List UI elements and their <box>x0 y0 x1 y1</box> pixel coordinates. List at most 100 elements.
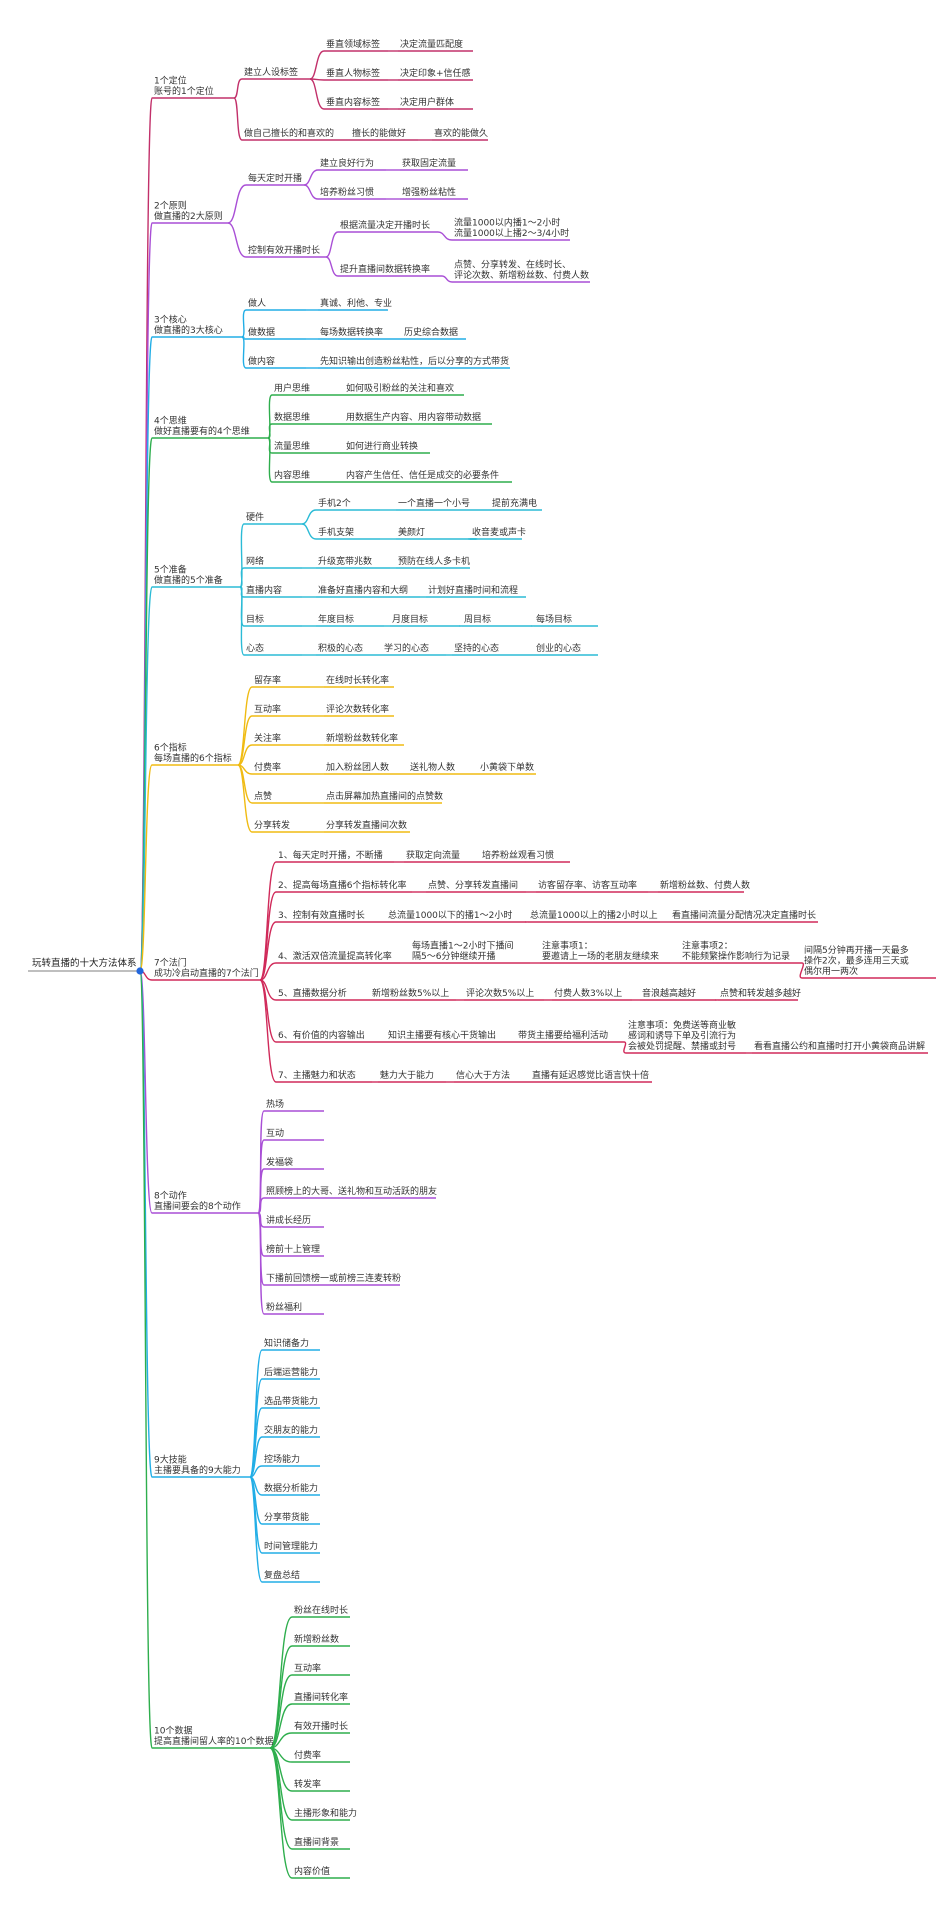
edge-b6-3 <box>237 744 253 766</box>
node-b5-2-label: 网络 <box>246 555 264 567</box>
node-b5-2-label-line-1: 网络 <box>246 555 264 567</box>
node-b5-5-1-1-label: 学习的心态 <box>384 642 429 654</box>
edge-b2-2-1-1 <box>437 231 453 241</box>
root-junction-dot <box>136 967 144 975</box>
node-b2-2-label: 控制有效开播时长 <box>248 244 320 256</box>
edge-b1-2 <box>233 97 243 141</box>
node-b5-4-1-1-1-1-label: 每场目标 <box>536 613 572 625</box>
node-b5-1-2-1-1-label: 收音麦或声卡 <box>472 526 526 538</box>
node-b7-4-label: 4、激活双倍流量提高转化率 <box>278 950 392 962</box>
node-b6-3-1-label-line-1: 新增粉丝数转化率 <box>326 732 398 744</box>
node-b7-2-label: 2、提高每场直播6个指标转化率 <box>278 879 406 891</box>
node-b7-7-label-line-1: 7、主播魅力和状态 <box>278 1069 356 1081</box>
edge-b10-9 <box>269 1747 293 1850</box>
node-b5-4-label: 目标 <box>246 613 264 625</box>
node-b10-9-label-line-1: 直播间背景 <box>294 1836 339 1848</box>
node-b7-3-1-1-label: 总流量1000以上的播2小时以上 <box>530 909 658 921</box>
node-b9-9-label: 复盘总结 <box>264 1569 300 1581</box>
edge-b7-7 <box>259 979 277 1083</box>
node-b7-5-1-label-line-1: 新增粉丝数5%以上 <box>372 987 449 999</box>
node-b3-2-label-line-1: 做数据 <box>248 326 275 338</box>
edge-b7-1 <box>259 861 277 981</box>
node-b1-1-3-label-line-1: 垂直内容标签 <box>326 96 380 108</box>
node-b10-5-label: 有效开播时长 <box>294 1720 348 1732</box>
node-b10-4-label-line-1: 直播间转化率 <box>294 1691 348 1703</box>
node-b7-6-1-1-label: 带货主播要给福利活动 <box>518 1029 608 1041</box>
node-b2-2-2-label: 提升直播间数据转换率 <box>340 263 430 275</box>
node-b5-4-1-1-label-line-1: 月度目标 <box>392 613 428 625</box>
node-b1-1-2-1-label-line-1: 决定印象+信任感 <box>400 67 471 79</box>
node-b7-label-line-1: 7个法门 <box>154 957 187 969</box>
node-b7-3-label: 3、控制有效直播时长 <box>278 909 365 921</box>
node-b1-label-line-1: 1个定位 <box>154 75 187 87</box>
node-b6-4-label: 付费率 <box>254 761 281 773</box>
node-b10-4-label: 直播间转化率 <box>294 1691 348 1703</box>
node-b6-6-label-line-1: 分享转发 <box>254 819 290 831</box>
node-b7-6-1-1-1-label-line-3: 会被处罚提醒、禁播或封号 <box>628 1040 736 1052</box>
node-b6-5-1-label: 点击屏幕加热直播间的点赞数 <box>326 790 443 802</box>
node-b4-3-1-label: 如何进行商业转换 <box>346 440 418 452</box>
node-b5-3-label-line-1: 直播内容 <box>246 584 282 596</box>
node-b7-1-1-label: 获取定向流量 <box>406 849 460 861</box>
node-b10-2-label: 新增粉丝数 <box>294 1633 339 1645</box>
node-b7-1-1-1-label-line-1: 培养粉丝观看习惯 <box>482 849 554 861</box>
node-b7-5-1-1-1-1-label-line-1: 音浪越高越好 <box>642 987 696 999</box>
node-b9-label-line-1: 9大技能 <box>154 1454 187 1466</box>
node-b5-1-1-label: 手机2个 <box>318 497 351 509</box>
node-b4-2-1-label-line-1: 用数据生产内容、用内容带动数据 <box>346 411 481 423</box>
node-b3-2-1-label-line-1: 每场数据转换率 <box>320 326 383 338</box>
node-b7-4-1-1-label-line-1: 注意事项1： <box>542 940 593 952</box>
node-b8-8-label-line-1: 粉丝福利 <box>266 1301 302 1313</box>
node-b7-label-line-2: 成功冷启动直播的7个法门 <box>154 967 259 979</box>
node-b5-3-1-1-label: 计划好直播时间和流程 <box>428 584 518 596</box>
node-b7-7-1-1-label: 信心大于方法 <box>456 1069 510 1081</box>
node-b7-2-1-label: 点赞、分享转发直播间 <box>428 879 518 891</box>
node-b7-5-1-1-1-1-1-label: 点赞和转发越多越好 <box>720 987 801 999</box>
node-b6-1-label: 留存率 <box>254 674 281 686</box>
node-b7-5-label-line-1: 5、直播数据分析 <box>278 987 347 999</box>
edge-b5-1-1 <box>301 509 317 525</box>
node-b7-1-label: 1、每天定时开播，不断播 <box>278 849 383 861</box>
node-b5-1-2-label: 手机支架 <box>318 526 354 538</box>
node-b4-label-line-2: 做好直播要有的4个思维 <box>154 425 250 437</box>
node-b5-5-1-label-line-1: 积极的心态 <box>318 642 363 654</box>
node-b1-1-1-label-line-1: 垂直领域标签 <box>326 38 380 50</box>
node-b8-1-label-line-1: 热场 <box>266 1098 284 1110</box>
node-b9-4-label-line-1: 交朋友的能力 <box>264 1424 318 1436</box>
node-b6-4-1-1-label: 送礼物人数 <box>410 761 455 773</box>
node-b5-1-label-line-1: 硬件 <box>246 511 264 523</box>
node-b4-1-1-label-line-1: 如何吸引粉丝的关注和喜欢 <box>346 382 454 394</box>
node-b7-7-1-1-1-label-line-1: 直播有延迟感觉比语言快十倍 <box>532 1069 649 1081</box>
node-b9-2-label-line-1: 后端运营能力 <box>264 1366 318 1378</box>
node-b1-2-1-label: 擅长的能做好 <box>352 127 406 139</box>
node-b6-label-line-1: 6个指标 <box>154 742 187 754</box>
node-b9-5-label: 控场能力 <box>264 1453 300 1465</box>
node-b2-2-2-1-label-line-1: 点赞、分享转发、在线时长、 <box>454 259 571 271</box>
node-b7-4-label-line-1: 4、激活双倍流量提高转化率 <box>278 950 392 962</box>
node-b8-3-label: 发福袋 <box>266 1156 293 1168</box>
edge-b8-8 <box>257 1212 265 1315</box>
node-b6-1-label-line-1: 留存率 <box>254 674 281 686</box>
node-b8-label-line-1: 8个动作 <box>154 1190 187 1202</box>
node-b8-5-label: 讲成长经历 <box>266 1214 311 1226</box>
node-b4-4-label: 内容思维 <box>274 469 310 481</box>
node-b6-2-1-label-line-1: 评论次数转化率 <box>326 703 389 715</box>
node-b6-3-1-label: 新增粉丝数转化率 <box>326 732 398 744</box>
node-b5-4-label-line-1: 目标 <box>246 613 264 625</box>
node-b10-label-line-1: 10个数据 <box>154 1725 192 1737</box>
node-b2-1-label-line-1: 每天定时开播 <box>248 172 302 184</box>
node-b5-1-1-1-1-label-line-1: 提前充满电 <box>492 497 537 509</box>
node-b7-5-1-1-1-1-1-label-line-1: 点赞和转发越多越好 <box>720 987 801 999</box>
node-b10-7-label-line-1: 转发率 <box>294 1778 321 1790</box>
edge-b2-1 <box>227 184 247 224</box>
edge-b10 <box>139 970 153 1749</box>
node-b5-1-label: 硬件 <box>246 511 264 523</box>
node-b2-1-2-label-line-1: 培养粉丝习惯 <box>320 186 374 198</box>
node-b8-7-label: 下播前回馈榜一或前榜三连麦转粉 <box>266 1272 401 1284</box>
node-b7-7-1-1-label-line-1: 信心大于方法 <box>456 1069 510 1081</box>
node-b1-1-1-label: 垂直领域标签 <box>326 38 380 50</box>
node-b3-2-1-1-label: 历史综合数据 <box>404 326 458 338</box>
node-b5-5-1-1-1-1-label-line-1: 创业的心态 <box>536 642 581 654</box>
node-b10-5-label-line-1: 有效开播时长 <box>294 1720 348 1732</box>
node-b4-4-1-label: 内容产生信任、信任是成交的必要条件 <box>346 469 499 481</box>
